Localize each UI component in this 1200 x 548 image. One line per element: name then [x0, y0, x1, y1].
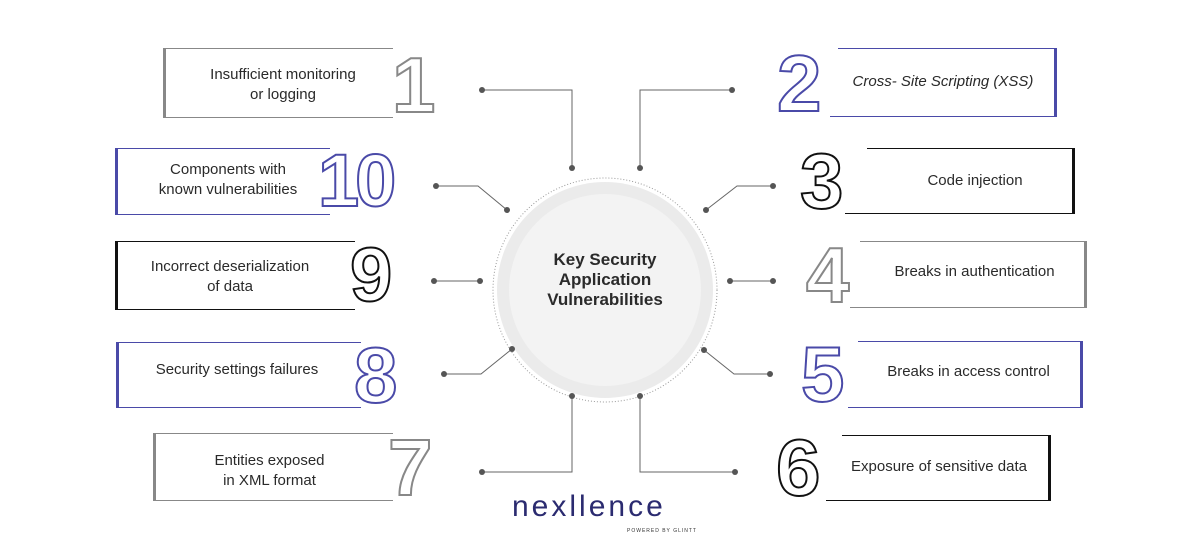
card-top-line: [115, 241, 355, 242]
center-dotted-ring: [492, 177, 718, 403]
number-2: 2: [776, 39, 822, 128]
card-label: Cross- Site Scripting (XSS): [852, 73, 1034, 90]
card-accent-bar: [115, 148, 118, 215]
card-top-line: [867, 148, 1075, 149]
connector-5: [703, 349, 770, 375]
card-bottom-line: [153, 500, 393, 501]
card-top-line: [838, 48, 1057, 49]
connector-6: [639, 396, 735, 473]
vulnerability-card-4: Breaks in authentication: [850, 241, 1087, 308]
card-bottom-line: [845, 213, 1075, 214]
node-dot: [637, 165, 643, 171]
card-accent-bar: [1080, 341, 1083, 408]
card-bottom-line: [826, 500, 1051, 501]
node-dot: [431, 278, 437, 284]
center-title-line: Application: [558, 270, 652, 289]
card-accent-bar: [116, 342, 119, 408]
node-dot: [479, 87, 485, 93]
number-10: 10: [317, 139, 397, 222]
connector-8: [444, 348, 513, 375]
card-top-line: [116, 342, 361, 343]
connector-3: [705, 185, 773, 211]
card-top-line: [858, 341, 1083, 342]
number-7: 7: [387, 423, 433, 512]
card-bottom-line: [850, 307, 1087, 308]
node-dot: [433, 183, 439, 189]
number-8: 8: [353, 331, 398, 419]
card-label: Breaks in access control: [887, 363, 1050, 380]
node-dot: [477, 278, 483, 284]
number-5: 5: [800, 330, 845, 418]
card-label: Breaks in authentication: [894, 263, 1055, 280]
card-top-line: [153, 433, 393, 434]
center-title: Key Security Application Vulnerabilities: [530, 250, 680, 310]
card-accent-bar: [1054, 48, 1057, 117]
node-dot: [569, 165, 575, 171]
node-dot: [637, 393, 643, 399]
number-4: 4: [805, 231, 850, 319]
logo-wordmark: nexllence: [512, 490, 666, 523]
connector-10: [436, 185, 508, 211]
node-dot: [504, 207, 510, 213]
card-accent-bar: [115, 241, 118, 310]
vulnerability-card-5: Breaks in access control: [848, 341, 1083, 408]
card-accent-bar: [163, 48, 166, 118]
connector-7: [482, 396, 573, 473]
card-top-line: [163, 48, 393, 49]
node-dot: [770, 278, 776, 284]
card-bottom-line: [116, 407, 361, 408]
vulnerability-card-6: Exposure of sensitive data: [826, 435, 1051, 501]
node-dot: [569, 393, 575, 399]
node-dot: [479, 469, 485, 475]
card-accent-bar: [1072, 148, 1075, 214]
number-9: 9: [349, 233, 393, 318]
vulnerability-card-3: Code injection: [845, 148, 1075, 214]
card-accent-bar: [153, 433, 156, 501]
node-dot: [732, 469, 738, 475]
node-dot: [509, 346, 515, 352]
card-bottom-line: [163, 117, 393, 118]
card-accent-bar: [1048, 435, 1051, 501]
card-bottom-line: [848, 407, 1083, 408]
number-6: 6: [775, 423, 821, 512]
card-accent-bar: [1084, 241, 1087, 308]
card-top-line: [860, 241, 1087, 242]
logo-tagline: POWERED BY GLINTT: [627, 528, 697, 534]
card-top-line: [842, 435, 1051, 436]
number-3: 3: [799, 137, 844, 225]
center-title-line: Key Security: [553, 250, 657, 269]
node-dot: [701, 347, 707, 353]
card-label: Exposure of sensitive data: [851, 458, 1027, 475]
card-label: Code injection: [927, 172, 1023, 189]
card-bottom-line: [830, 116, 1057, 117]
node-dot: [441, 371, 447, 377]
center-circle-inner: [509, 194, 701, 386]
card-bottom-line: [115, 214, 330, 215]
brand-logo: nexllence POWERED BY GLINTT: [512, 490, 696, 535]
card-bottom-line: [115, 309, 355, 310]
node-dot: [727, 278, 733, 284]
node-dot: [703, 207, 709, 213]
vulnerability-card-2: Cross- Site Scripting (XSS): [830, 48, 1057, 117]
node-dot: [729, 87, 735, 93]
number-1: 1: [391, 41, 436, 129]
center-title-line: Vulnerabilities: [547, 290, 663, 309]
card-top-line: [115, 148, 330, 149]
node-dot: [767, 371, 773, 377]
vulnerability-card-8: Security settings failures: [116, 342, 361, 408]
connector-1: [482, 89, 573, 168]
connector-2: [639, 89, 732, 168]
card-label: Security settings failures: [155, 361, 319, 378]
node-dot: [770, 183, 776, 189]
